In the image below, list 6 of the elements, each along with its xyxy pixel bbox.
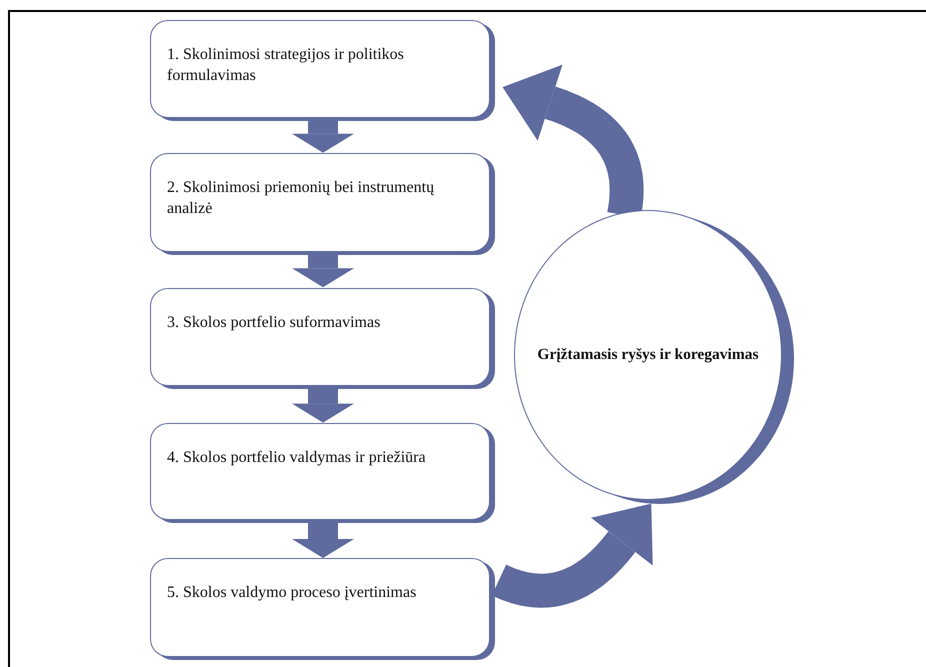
node-text: 3. Skolos portfelio suformavimas bbox=[167, 314, 380, 331]
node-text: 2. Skolinimosi priemonių bei instrumentų analizė bbox=[167, 179, 434, 217]
node-text: Grįžtamasis ryšys ir koregavimas bbox=[537, 346, 759, 364]
node-text: 4. Skolos portfelio valdymas ir priežiūra bbox=[167, 449, 426, 466]
node-text: 1. Skolinimosi strategijos ir politikos formulavimas bbox=[167, 46, 404, 84]
node-text: 5. Skolos valdymo proceso įvertinimas bbox=[167, 584, 416, 601]
